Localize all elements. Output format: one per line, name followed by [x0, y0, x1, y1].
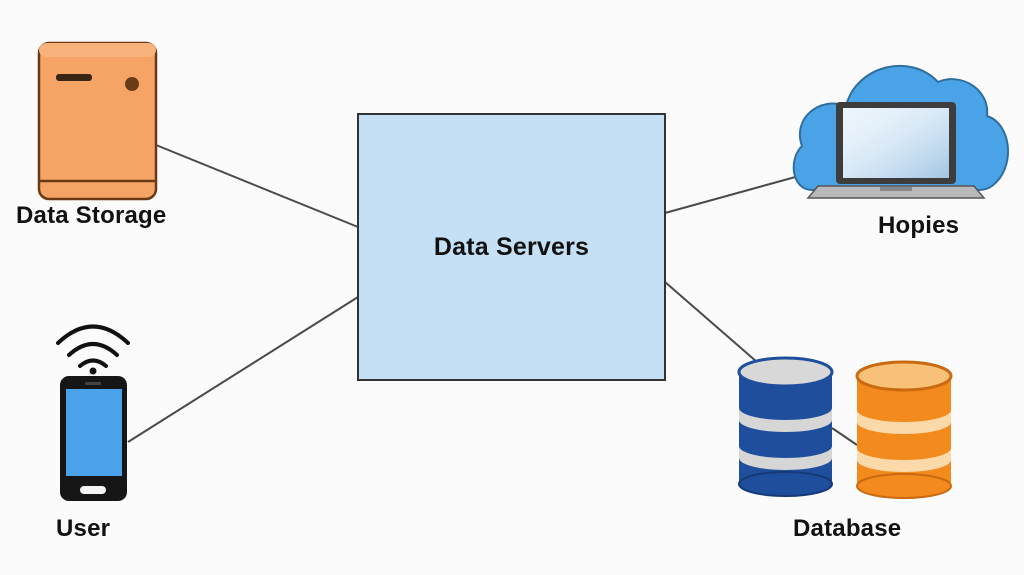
connectors: [127, 144, 858, 446]
wifi-icon: [56, 324, 130, 368]
cloud-laptop-icon: [792, 65, 1010, 199]
database-cylinders-icon: [737, 356, 953, 499]
database-orange-stack: [855, 360, 953, 499]
data-storage-label: Data Storage: [16, 202, 167, 229]
database-label: Database: [793, 515, 902, 542]
connector-servers-database: [664, 281, 758, 363]
database-blue-stack: [737, 356, 834, 497]
connector-database-pair: [831, 427, 858, 446]
connector-user-servers: [127, 296, 359, 443]
smartphone-wifi-icon: [56, 324, 130, 501]
data-servers-box[interactable]: [357, 113, 666, 381]
storage-device-icon: [37, 41, 158, 201]
connector-storage-servers: [155, 144, 359, 228]
data-servers-label: Data Servers: [433, 233, 590, 261]
user-label: User: [56, 515, 111, 542]
hopies-label: Hopies: [878, 212, 960, 239]
